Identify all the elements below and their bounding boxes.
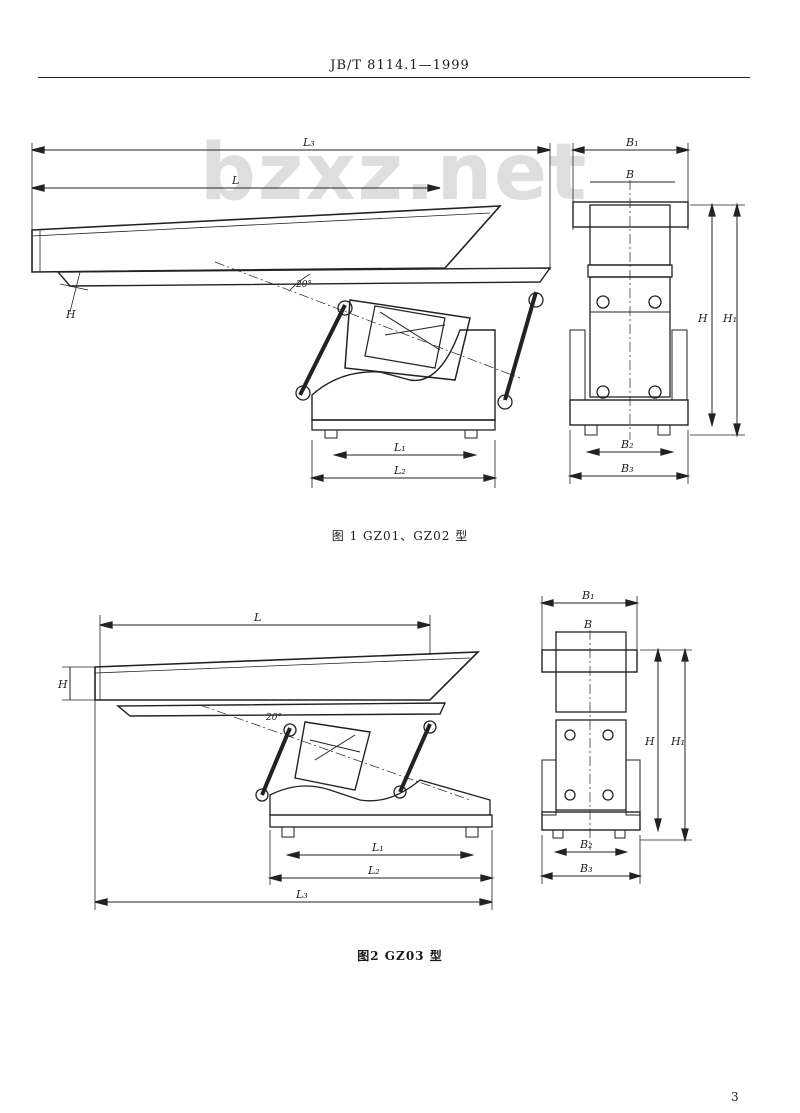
fig1-label-H-side: H — [697, 312, 708, 325]
fig2-label-L1: L₁ — [371, 841, 384, 854]
fig1-label-B: B — [625, 168, 634, 181]
header-rule — [38, 77, 750, 78]
fig1-label-B3: B₃ — [620, 462, 634, 475]
fig2-label-L: L — [253, 611, 261, 624]
fig1-label-L1: L₁ — [393, 441, 406, 454]
fig2-label-B3: B₃ — [579, 862, 593, 875]
fig1-label-L2: L₂ — [393, 464, 406, 477]
fig1-label-H1: H₁ — [722, 312, 737, 325]
figure1-front-view — [31, 143, 552, 488]
fig1-label-B1: B₁ — [625, 136, 639, 149]
fig1-label-L3: L₃ — [302, 136, 315, 149]
fig2-label-H1: H₁ — [670, 735, 685, 748]
fig1-label-H: H — [65, 308, 76, 321]
fig1-label-L: L — [231, 174, 239, 187]
figure2-side-view — [539, 596, 692, 884]
figure2-caption: 图2 GZ03 型 — [357, 949, 443, 963]
fig2-label-B1: B₁ — [581, 589, 595, 602]
fig2-label-H: H — [57, 678, 68, 691]
fig2-label-B2: B₂ — [579, 838, 593, 851]
figure1-side-view — [567, 143, 745, 484]
fig2-label-B: B — [583, 618, 592, 631]
fig1-label-B2: B₂ — [620, 438, 634, 451]
fig2-label-L2: L₂ — [367, 864, 380, 877]
page-number: 3 — [731, 1090, 739, 1104]
watermark: bzxz.net — [200, 128, 589, 218]
fig2-label-angle: 20° — [265, 713, 282, 723]
figure1-caption: 图 1 GZ01、GZ02 型 — [331, 529, 469, 543]
fig2-label-L3: L₃ — [295, 888, 308, 901]
fig2-label-H-side: H — [644, 735, 655, 748]
fig1-label-angle: 20° — [295, 280, 312, 290]
standard-code-header: JB/T 8114.1—1999 — [330, 58, 470, 73]
figure2-front-view — [62, 615, 495, 910]
